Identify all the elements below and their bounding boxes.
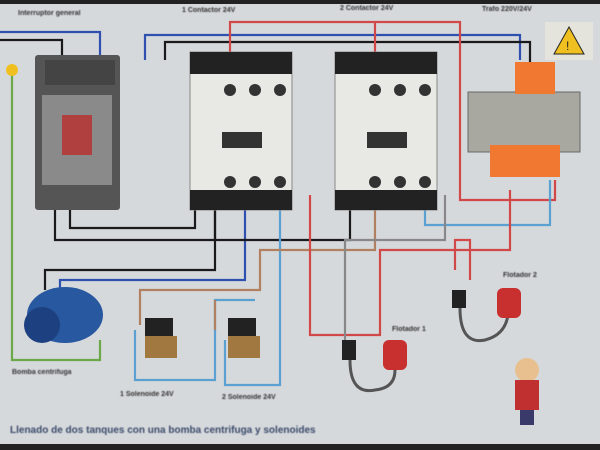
label-contactor-1: 1 Contactor 24V [182, 7, 236, 14]
wire-blue-main [0, 30, 522, 60]
electrician-mascot [515, 358, 539, 425]
wire-green [10, 70, 102, 362]
solenoid-valve-1 [145, 318, 177, 358]
label-float-2: Flotador 2 [503, 272, 537, 279]
wire-lightblue-c2 [423, 180, 552, 227]
contactor-2 [334, 51, 438, 211]
top-border [0, 0, 600, 4]
solenoid-valve-2 [228, 318, 260, 358]
label-solenoid-2: 2 Solenoide 24V [222, 394, 276, 401]
contactor-1 [189, 51, 293, 211]
label-breaker: Interruptor general [18, 10, 81, 17]
label-contactor-2: 2 Contactor 24V [340, 5, 394, 12]
wire-black-main [0, 38, 532, 62]
wire-gray-f [343, 195, 447, 340]
ground-icon [6, 64, 18, 76]
svg-text:!: ! [566, 39, 569, 53]
bottom-border [0, 444, 600, 450]
wire-lightblue-sol1 [133, 195, 282, 387]
wire-black-3 [43, 195, 217, 290]
float-switch-2 [452, 288, 521, 343]
label-transformer: Trafo 220V/24V [482, 6, 532, 13]
float-switch-1 [342, 340, 407, 393]
transformer [467, 62, 581, 177]
wire-red-f1 [308, 190, 512, 337]
wire-red-top [228, 20, 557, 202]
label-pump: Bomba centrifuga [12, 369, 72, 376]
warning-icon: ! [545, 22, 593, 60]
diagram-title: Llenado de dos tanques con una bomba cen… [10, 425, 316, 436]
main-breaker [35, 55, 120, 210]
wire-brown-sol [138, 195, 377, 330]
wire-red-f2 [453, 238, 472, 280]
label-solenoid-1: 1 Solenoide 24V [120, 391, 174, 398]
label-float-1: Flotador 1 [392, 326, 426, 333]
centrifugal-pump [24, 287, 103, 343]
